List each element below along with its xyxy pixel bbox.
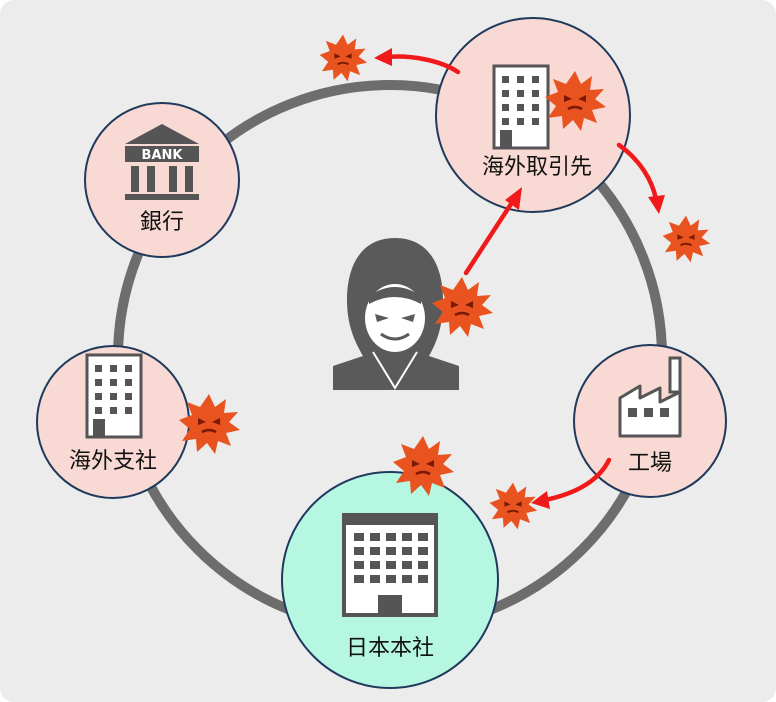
bank-icon-text: BANK [142, 148, 184, 163]
bank-icon: BANK [125, 124, 199, 200]
spread-arrow-right [616, 142, 665, 214]
headquarters-building-icon [342, 513, 438, 617]
node-overseas-branch-label: 海外支社 [69, 449, 157, 474]
spread-arrow-top-left [374, 48, 461, 75]
spread-arrow-factory [531, 457, 612, 509]
hooded-hacker-icon [333, 238, 459, 390]
node-headquarters-label: 日本本社 [346, 636, 434, 661]
node-overseas-partner-label: 海外取引先 [482, 155, 592, 180]
node-factory: 工場 [573, 344, 727, 498]
node-overseas-branch: 海外支社 [36, 345, 190, 499]
office-building-icon [85, 353, 143, 439]
factory-icon [618, 356, 682, 438]
node-headquarters: 日本本社 [281, 471, 499, 689]
node-bank-label: 銀行 [140, 210, 184, 235]
node-factory-label: 工場 [628, 451, 672, 476]
node-bank: BANK 銀行 [84, 102, 240, 258]
node-overseas-partner: 海外取引先 [435, 17, 631, 213]
office-building-icon [492, 64, 550, 150]
attack-arrow-to-overseas-partner [463, 187, 522, 276]
